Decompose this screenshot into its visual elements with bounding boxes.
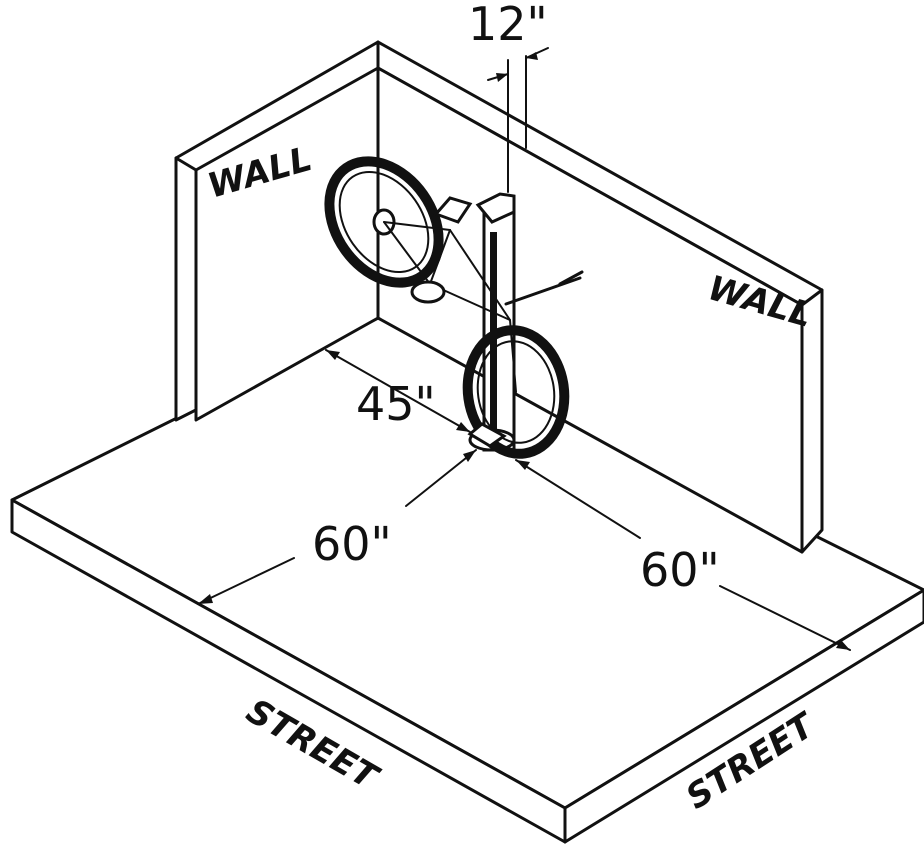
dimension-label-60-left: 60": [312, 517, 392, 571]
dimension-60-in-right: 60": [515, 459, 851, 651]
dimension-label-45: 45": [356, 377, 436, 431]
left-wall: [174, 40, 380, 422]
right-wall: [376, 40, 824, 554]
dimension-12-in: 12": [468, 0, 549, 193]
dimension-label-12: 12": [468, 0, 548, 51]
bicycle: [324, 156, 584, 459]
ground-slab: [10, 316, 924, 844]
dimension-45-in: 45": [325, 349, 471, 433]
dimension-60-in-left: 60": [197, 449, 477, 605]
dimension-label-60-right: 60": [640, 543, 720, 597]
